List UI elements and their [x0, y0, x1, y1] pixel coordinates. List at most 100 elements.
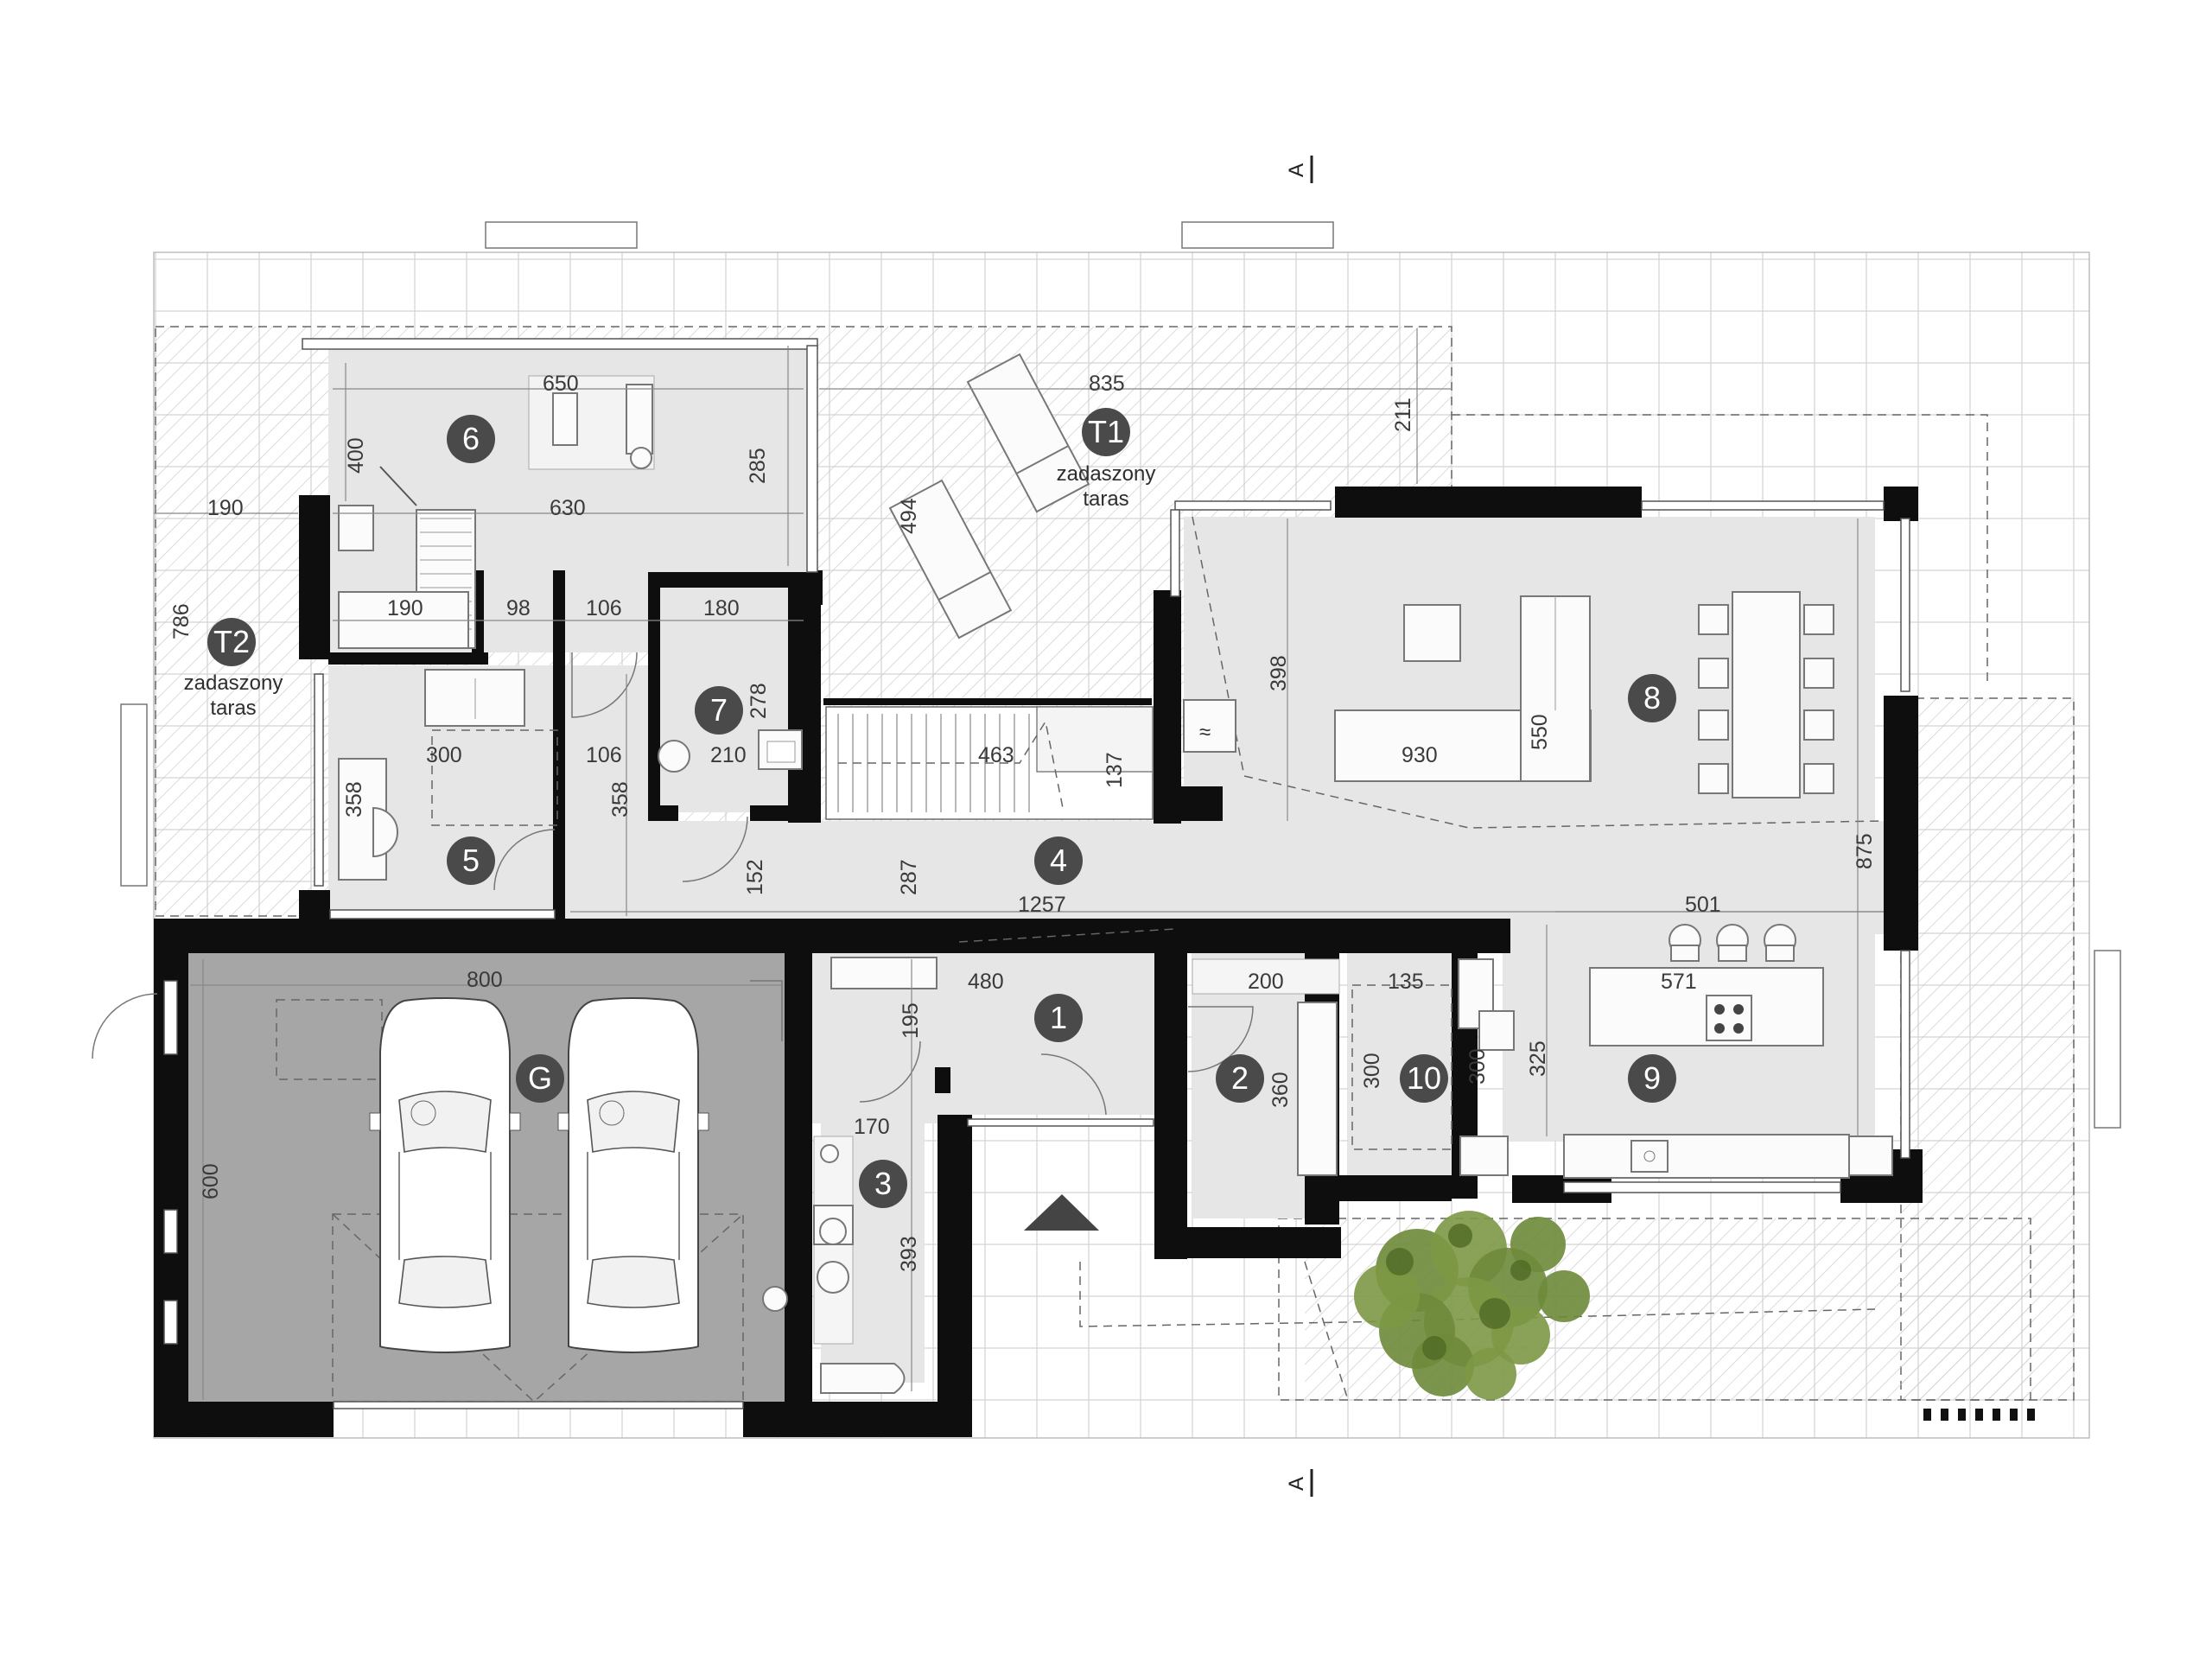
dim-180: 180 [703, 596, 740, 620]
walls [154, 487, 1923, 1437]
dashed-lines [958, 516, 1885, 1401]
dim-360: 360 [1268, 1072, 1293, 1108]
dim-211: 211 [1391, 398, 1415, 432]
dim-800: 800 [467, 968, 503, 992]
car-icon [369, 997, 709, 1353]
svg-text:≈: ≈ [1199, 721, 1211, 744]
room-badge-r8: 8 [1628, 674, 1676, 722]
terrace-t2-label: zadaszony taras [184, 671, 283, 720]
dim-285: 285 [746, 448, 770, 484]
dim-98: 98 [506, 596, 531, 620]
room-number-r3: 3 [874, 1166, 892, 1201]
dim-190a: 190 [207, 496, 244, 520]
room-number-r2: 2 [1231, 1060, 1249, 1096]
room-number-t1: T1 [1088, 414, 1124, 449]
dim-393: 393 [897, 1236, 921, 1272]
svg-text:taras: taras [1083, 487, 1128, 511]
dim-190b: 190 [387, 596, 423, 620]
room-number-r4: 4 [1050, 843, 1067, 878]
dimension-lines [154, 328, 1884, 1400]
cooktop-icon [1706, 995, 1752, 1041]
toilet-icon [658, 740, 690, 773]
dim-195: 195 [899, 1002, 923, 1039]
dim-106b: 106 [586, 743, 622, 767]
svg-text:zadaszony: zadaszony [1057, 462, 1156, 486]
terrace-t1-label: zadaszony taras [1057, 462, 1156, 511]
dim-501: 501 [1685, 893, 1721, 917]
room-badge-r9: 9 [1628, 1054, 1676, 1103]
room-number-t2: T2 [213, 624, 250, 659]
window-frames [163, 338, 1910, 1409]
north-arrow-icon [1024, 1194, 1099, 1231]
room-number-r7: 7 [710, 692, 728, 728]
dim-300a: 300 [426, 743, 462, 767]
dim-135: 135 [1388, 970, 1424, 994]
room-number-r10: 10 [1407, 1060, 1441, 1096]
room-number-r9: 9 [1643, 1060, 1661, 1096]
room-badge-r6: 6 [447, 415, 495, 463]
room-badge-r5: 5 [447, 837, 495, 885]
dim-137: 137 [1103, 752, 1127, 788]
room-number-garage: G [528, 1060, 552, 1096]
bathtub-icon [820, 1363, 906, 1394]
dim-210: 210 [710, 743, 747, 767]
svg-text:zadaszony: zadaszony [184, 671, 283, 695]
svg-text:taras: taras [210, 697, 256, 720]
room-badge-r4: 4 [1034, 837, 1083, 885]
dim-170: 170 [854, 1115, 890, 1139]
room-badge-r7: 7 [695, 686, 743, 735]
dim-480: 480 [968, 970, 1004, 994]
dim-300b: 300 [1360, 1053, 1384, 1089]
room-badge-r10: 10 [1400, 1054, 1448, 1103]
dim-571: 571 [1661, 970, 1697, 994]
room-badge-garage: G [516, 1054, 564, 1103]
svg-text:A: A [1285, 163, 1308, 177]
dim-300c: 300 [1465, 1048, 1490, 1085]
dim-400: 400 [344, 437, 368, 474]
dim-106a: 106 [586, 596, 622, 620]
room-number-r5: 5 [462, 843, 480, 878]
dim-152: 152 [743, 859, 767, 895]
dim-835: 835 [1089, 372, 1125, 396]
car-icon [557, 997, 709, 1353]
dim-630: 630 [550, 496, 586, 520]
dim-278: 278 [747, 683, 771, 719]
furniture: ≈ [338, 353, 1893, 1394]
dining-table-icon [1698, 591, 1834, 798]
dimension-labels: 650 835 211 400 630 285 494 190 190 98 1… [169, 372, 1877, 1272]
doors [92, 652, 1254, 1116]
dim-494: 494 [897, 498, 921, 534]
dim-875: 875 [1853, 833, 1877, 869]
washer-icon [817, 1218, 849, 1294]
stairs-icon [825, 706, 1154, 820]
dim-358a: 358 [342, 781, 366, 817]
room-number-r6: 6 [462, 421, 480, 456]
section-marker-top: A [1285, 156, 1313, 183]
dim-358b: 358 [608, 781, 632, 817]
room-number-r8: 8 [1643, 680, 1661, 716]
fence [1923, 1409, 2035, 1421]
dim-1257: 1257 [1018, 893, 1066, 917]
dim-325: 325 [1526, 1040, 1550, 1077]
sofa-icon [424, 669, 525, 727]
dim-786: 786 [169, 603, 194, 639]
room-number-r1: 1 [1050, 1000, 1067, 1035]
dim-930: 930 [1402, 743, 1438, 767]
dim-650: 650 [543, 372, 579, 396]
dim-463: 463 [978, 743, 1014, 767]
sink-icon [1630, 1140, 1669, 1173]
room-badge-r3: 3 [859, 1160, 907, 1208]
room-badge-t2: T2 [207, 618, 256, 666]
room-badge-t1: T1 [1082, 408, 1130, 456]
room-badge-r2: 2 [1216, 1054, 1264, 1103]
room-badge-r1: 1 [1034, 994, 1083, 1042]
car-icon [369, 997, 521, 1353]
section-marker-bottom: A [1285, 1469, 1313, 1497]
dim-398: 398 [1267, 655, 1291, 691]
tree-icon [1354, 1211, 1590, 1400]
svg-text:A: A [1285, 1477, 1308, 1491]
dim-287: 287 [897, 859, 921, 895]
dim-600: 600 [199, 1163, 223, 1199]
